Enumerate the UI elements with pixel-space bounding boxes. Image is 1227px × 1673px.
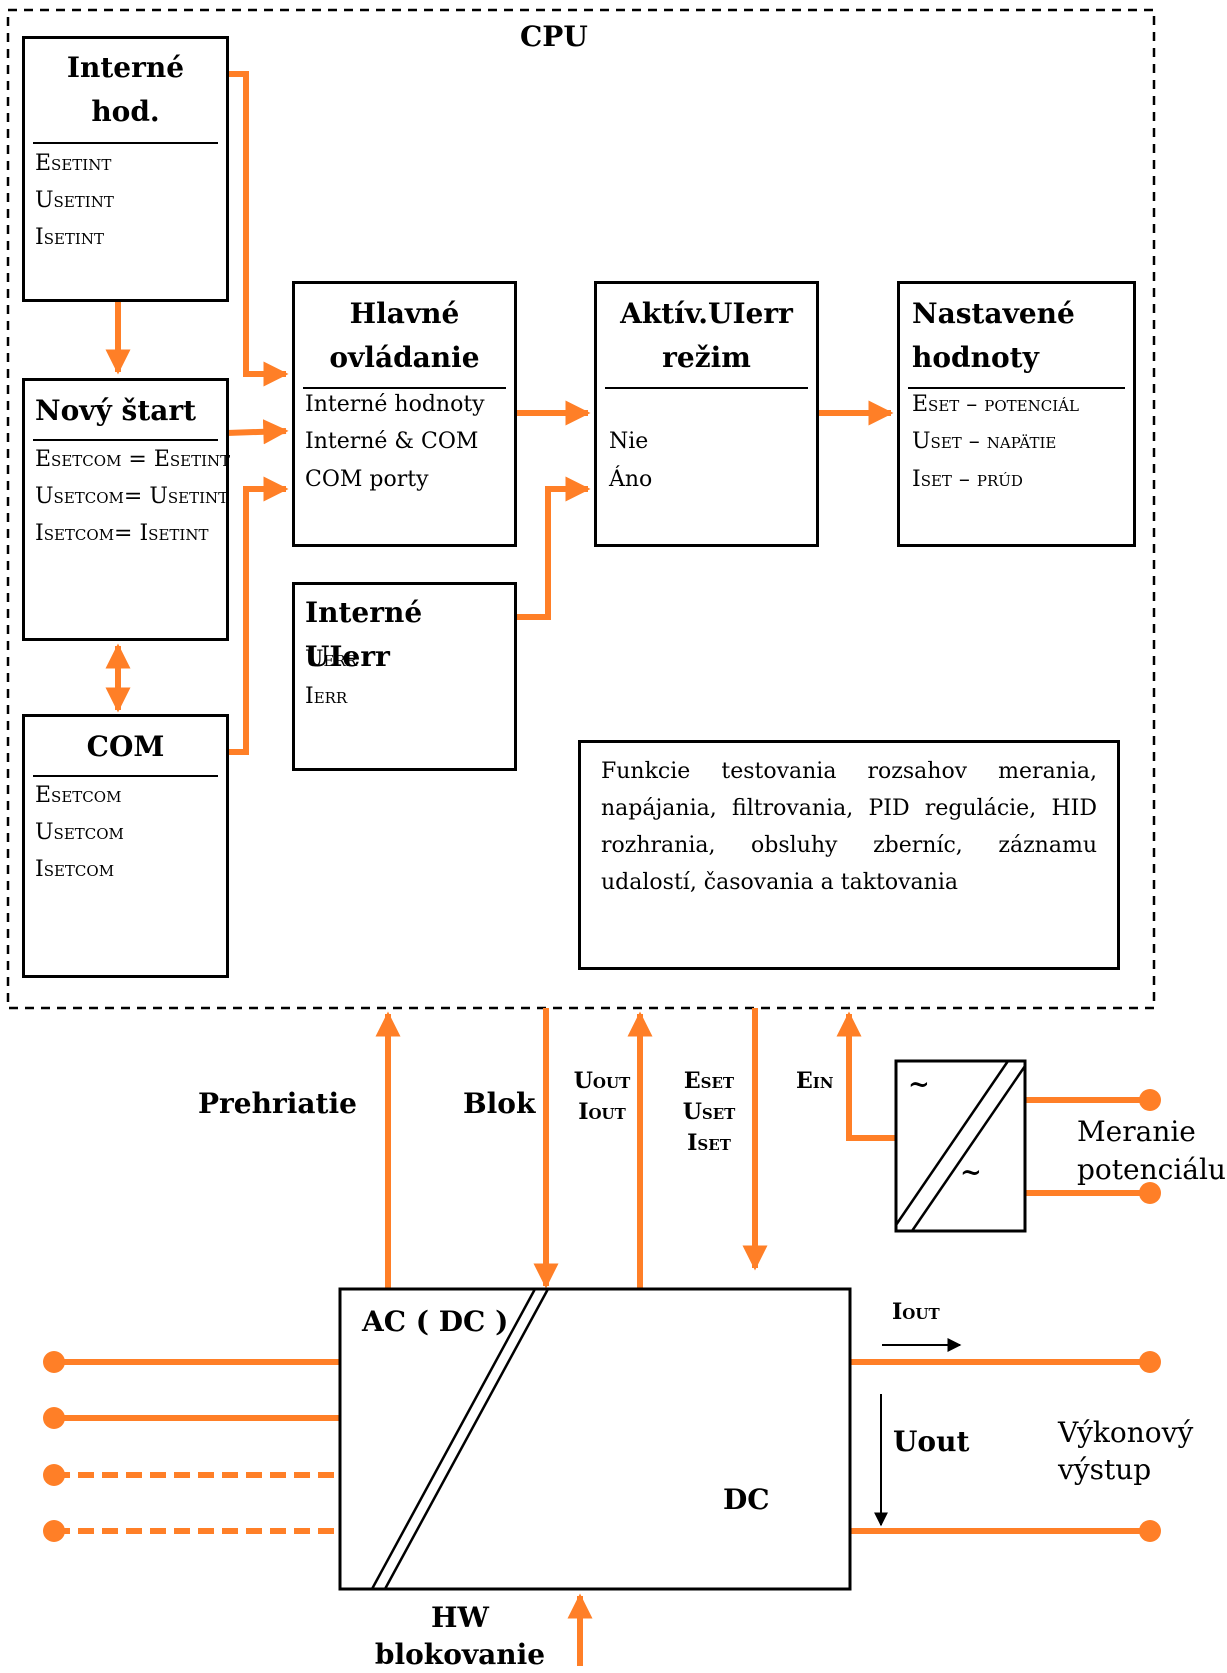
hw-label-1: HW <box>431 1601 489 1634</box>
meranie-diagonal-1 <box>894 1060 1010 1226</box>
block-interne-hod: Interné hod. Esetint Usetint Isetint <box>22 36 229 302</box>
meranie-label-1: Meranie <box>1077 1115 1196 1148</box>
meranie-terminal-bottom <box>1139 1182 1161 1204</box>
interne-uierr-line-2: Ierr <box>305 684 348 709</box>
novy-start-divider <box>33 439 218 441</box>
meranie-symbol-top: ~ <box>908 1070 930 1100</box>
hw-label-2: blokovanie <box>374 1638 546 1671</box>
arrow-ein <box>836 1011 896 1141</box>
interne-hod-title-1: Interné <box>66 51 185 84</box>
block-interne-uierr: Interné UIerr Uerr Ierr <box>292 582 517 771</box>
hlavne-title-2: ovládanie <box>329 341 480 374</box>
converter-diagonal-1 <box>370 1288 537 1590</box>
interne-uierr-title: Interné UIerr <box>305 596 423 673</box>
novy-start-title: Nový štart <box>35 394 197 427</box>
nastavene-line-2: Uset – napätie <box>912 429 1057 454</box>
arrow-com-to-hlavne <box>227 476 289 755</box>
meranie-block <box>894 1059 1027 1233</box>
aktiv-line-ano: Áno <box>609 467 653 492</box>
interne-hod-divider <box>33 142 218 144</box>
hlavne-divider <box>303 387 506 389</box>
interne-hod-line-3: Isetint <box>35 225 104 250</box>
aktiv-divider <box>605 387 808 389</box>
block-hlavne-ovladanie: Hlavné ovládanie Interné hodnoty Interné… <box>292 281 517 547</box>
com-divider <box>33 775 218 777</box>
block-com: COM Esetcom Usetcom Isetcom <box>22 714 229 978</box>
cpu-title: CPU <box>520 20 588 53</box>
novy-start-line-1: Esetcom = Esetint <box>35 447 231 472</box>
hlavne-line-1: Interné hodnoty <box>305 392 485 417</box>
converter-block <box>338 1287 852 1591</box>
hlavne-line-2: Interné & COM <box>305 429 479 454</box>
block-aktiv-uierr-rezim: Aktív.UIerr režim Nie Áno <box>594 281 819 547</box>
nastavene-line-3: Iset – prúd <box>912 467 1023 492</box>
arrow-interne-hod-to-hlavne <box>227 71 289 387</box>
arrow-interne-uierr-to-aktiv <box>514 476 591 620</box>
novy-start-line-2: Usetcom= Usetint <box>35 484 229 509</box>
interne-hod-line-1: Esetint <box>35 151 112 176</box>
label-uset: Uset <box>682 1099 736 1125</box>
com-line-2: Usetcom <box>35 820 124 845</box>
funkcie-text: Funkcie testovania rozsahov merania, nap… <box>601 759 1097 895</box>
meranie-terminal-top <box>1139 1089 1161 1111</box>
label-uout: Uout <box>573 1068 631 1094</box>
com-title: COM <box>86 730 165 763</box>
aktiv-title-1: Aktív.UIerr <box>620 297 793 330</box>
label-eset-group: Eset Uset Iset <box>674 1066 744 1159</box>
label-prehriatie: Prehriatie <box>198 1087 357 1120</box>
interne-hod-line-2: Usetint <box>35 188 114 213</box>
label-eset: Eset <box>683 1068 735 1094</box>
output-label-2: výstup <box>1058 1453 1152 1486</box>
input-terminal-3 <box>43 1464 65 1486</box>
converter-diagonal-2 <box>383 1288 550 1590</box>
label-iout: Iout <box>578 1099 626 1125</box>
input-terminal-1 <box>43 1351 65 1373</box>
output-terminal-top <box>1139 1351 1161 1373</box>
input-terminal-2 <box>43 1407 65 1429</box>
arrow-novy-start-to-hlavne <box>226 419 289 445</box>
com-line-1: Esetcom <box>35 783 122 808</box>
label-blok: Blok <box>463 1087 536 1120</box>
output-terminal-bottom <box>1139 1520 1161 1542</box>
block-novy-start: Nový štart Esetcom = Esetint Usetcom= Us… <box>22 378 231 641</box>
hlavne-title-1: Hlavné <box>349 297 460 330</box>
input-terminal-4 <box>43 1520 65 1542</box>
label-uout-iout: Uout Iout <box>570 1066 634 1128</box>
block-nastavene-hodnoty: Nastavené hodnoty Eset – potenciál Uset … <box>897 281 1136 547</box>
nastavene-line-1: Eset – potenciál <box>912 392 1079 417</box>
label-iset: Iset <box>687 1130 731 1156</box>
converter-uout-label: Uout <box>893 1425 970 1458</box>
aktiv-line-nie: Nie <box>609 429 649 454</box>
aktiv-title-2: režim <box>662 341 751 374</box>
hw-blokovanie-label: HW blokovanie <box>360 1599 560 1673</box>
com-line-3: Isetcom <box>35 857 115 882</box>
converter-dc-label: DC <box>723 1483 770 1516</box>
converter-ac-label: AC ( DC ) <box>362 1305 509 1338</box>
nastavene-title-1: Nastavené <box>912 297 1075 330</box>
hlavne-line-3: COM porty <box>305 467 429 492</box>
meranie-symbol-bottom: ~ <box>960 1158 982 1188</box>
nastavene-title-2: hodnoty <box>912 341 1039 374</box>
meranie-label-2: potenciálu <box>1077 1153 1226 1186</box>
novy-start-line-3: Isetcom= Isetint <box>35 521 209 546</box>
label-ein: Ein <box>796 1068 834 1094</box>
output-label-1: Výkonový <box>1058 1416 1194 1449</box>
meranie-diagonal-2 <box>910 1065 1027 1232</box>
block-funkcie: Funkcie testovania rozsahov merania, nap… <box>578 740 1120 970</box>
interne-uierr-line-1: Uerr <box>305 647 358 672</box>
nastavene-divider <box>908 387 1125 389</box>
interne-hod-title-2: hod. <box>91 95 160 128</box>
converter-iout-label: Iout <box>892 1299 940 1325</box>
